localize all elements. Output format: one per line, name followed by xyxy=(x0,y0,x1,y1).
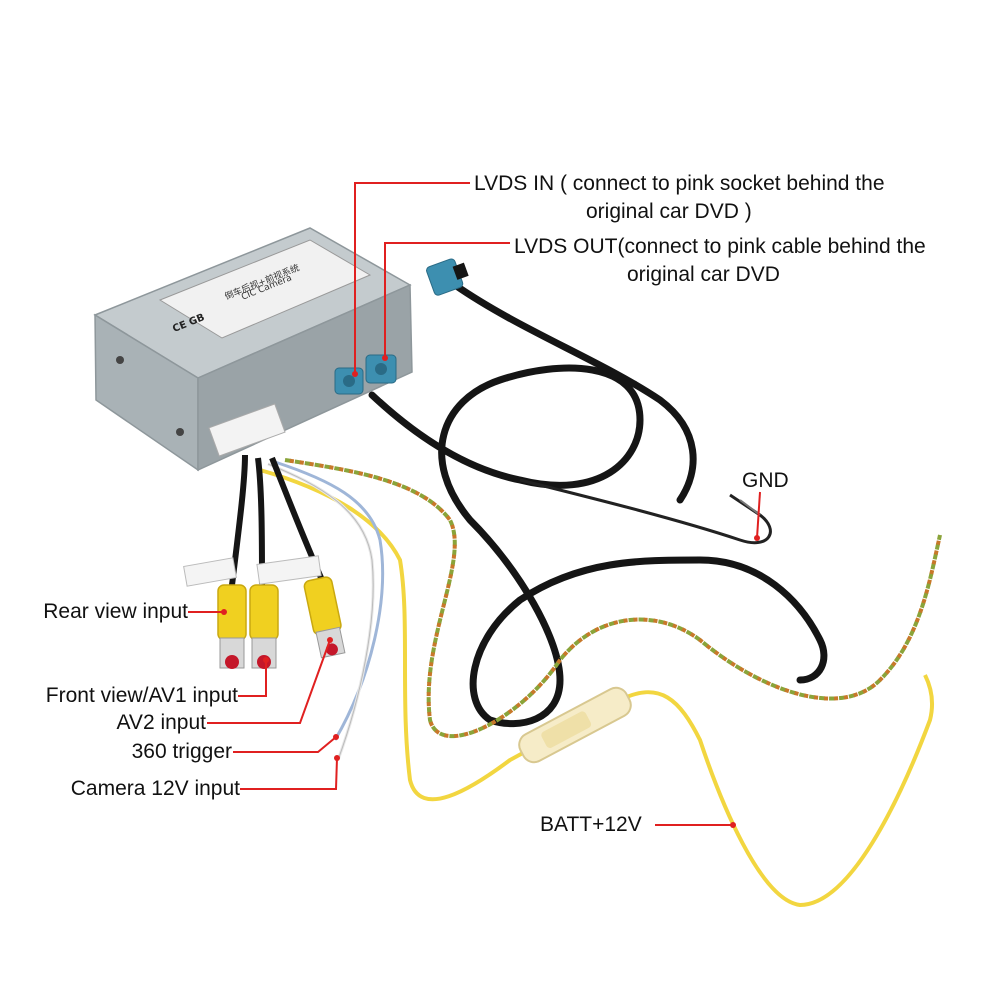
label-lvds-in-line2: original car DVD ) xyxy=(586,200,752,223)
twisted-wire-green xyxy=(284,458,942,739)
gnd-wire xyxy=(519,478,772,545)
lvds-cable-upper xyxy=(451,281,697,504)
label-av2: AV2 input xyxy=(116,711,206,734)
gnd-wire-tip xyxy=(739,499,761,516)
leader-camera-12v xyxy=(240,757,338,790)
label-rear-view: Rear view input xyxy=(43,600,188,623)
batt-wire xyxy=(259,468,935,908)
cable-tag-2 xyxy=(256,555,322,585)
lvds-out-connector xyxy=(365,354,397,384)
camera-12v-wire-outline xyxy=(267,463,374,761)
label-front-view: Front view/AV1 input xyxy=(45,684,238,707)
leader-lvds-out xyxy=(384,242,510,358)
label-lvds-in: LVDS IN ( connect to pink socket behind … xyxy=(474,172,885,195)
leader-gnd xyxy=(756,491,761,539)
twisted-wire-orange xyxy=(284,458,942,739)
label-batt: BATT+12V xyxy=(540,813,642,836)
leader-front-view xyxy=(238,660,267,697)
rca-front-view-jack xyxy=(249,584,279,669)
rca-rear-view-jack xyxy=(217,584,247,669)
lvds-plug xyxy=(426,258,469,296)
screw-icon xyxy=(116,356,124,364)
leader-lvds-in xyxy=(354,182,470,374)
leader-360-trigger xyxy=(233,736,337,753)
label-360-trigger: 360 trigger xyxy=(131,740,232,763)
lvds-in-connector xyxy=(334,367,364,395)
fuse-holder xyxy=(518,686,632,764)
leader-av2 xyxy=(207,639,331,724)
label-camera-12v: Camera 12V input xyxy=(70,777,240,800)
label-lvds-out-line2: original car DVD xyxy=(627,263,780,286)
cable-tag-1 xyxy=(183,557,237,587)
label-lvds-out: LVDS OUT(connect to pink cable behind th… xyxy=(514,235,926,258)
screw-icon xyxy=(176,428,184,436)
lvds-cable xyxy=(368,364,828,728)
label-gnd: GND xyxy=(742,469,789,492)
rca-av2-jack xyxy=(303,576,346,659)
camera-module-box xyxy=(93,227,413,472)
